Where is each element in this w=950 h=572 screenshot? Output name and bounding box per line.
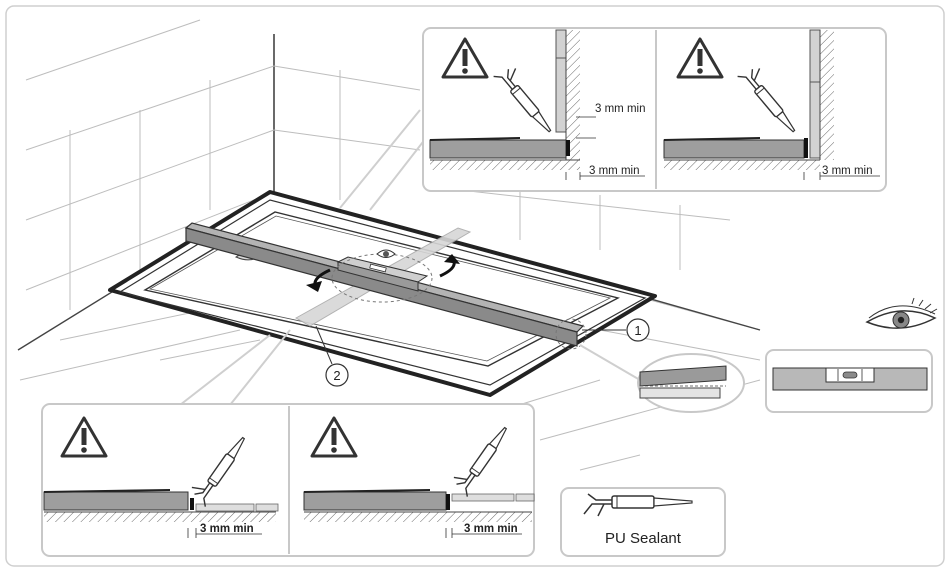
rotate-arrow-icon <box>306 254 460 292</box>
sealant-label: PU Sealant <box>605 530 682 547</box>
level-gap-detail <box>637 353 745 413</box>
gap-label-horizontal-4: 3 mm min <box>464 523 518 535</box>
gap-label-horizontal-3: 3 mm min <box>200 523 254 535</box>
spirit-level-1 <box>184 222 585 347</box>
room-walls <box>17 19 761 471</box>
detail-panel-bottom: 3 mm min 3 mm min <box>41 403 535 557</box>
eye-icon <box>376 249 396 258</box>
callout-2-label: 2 <box>333 368 340 383</box>
sealant-gun-icon <box>583 493 693 517</box>
detail-panel-top: 3 mm min 3 mm min 3 mm min <box>422 27 887 192</box>
gap-label-vertical: 3 mm min <box>595 103 645 115</box>
callout-2: 2 <box>315 325 349 387</box>
callout-1-label: 1 <box>634 323 641 338</box>
callout-1: 1 <box>582 318 650 342</box>
level-reading-panel <box>765 349 933 413</box>
gap-label-horizontal-1: 3 mm min <box>589 165 639 177</box>
eye-icon <box>865 297 938 329</box>
gap-label-horizontal-2: 3 mm min <box>822 165 872 177</box>
pu-sealant-panel: PU Sealant <box>560 487 726 557</box>
